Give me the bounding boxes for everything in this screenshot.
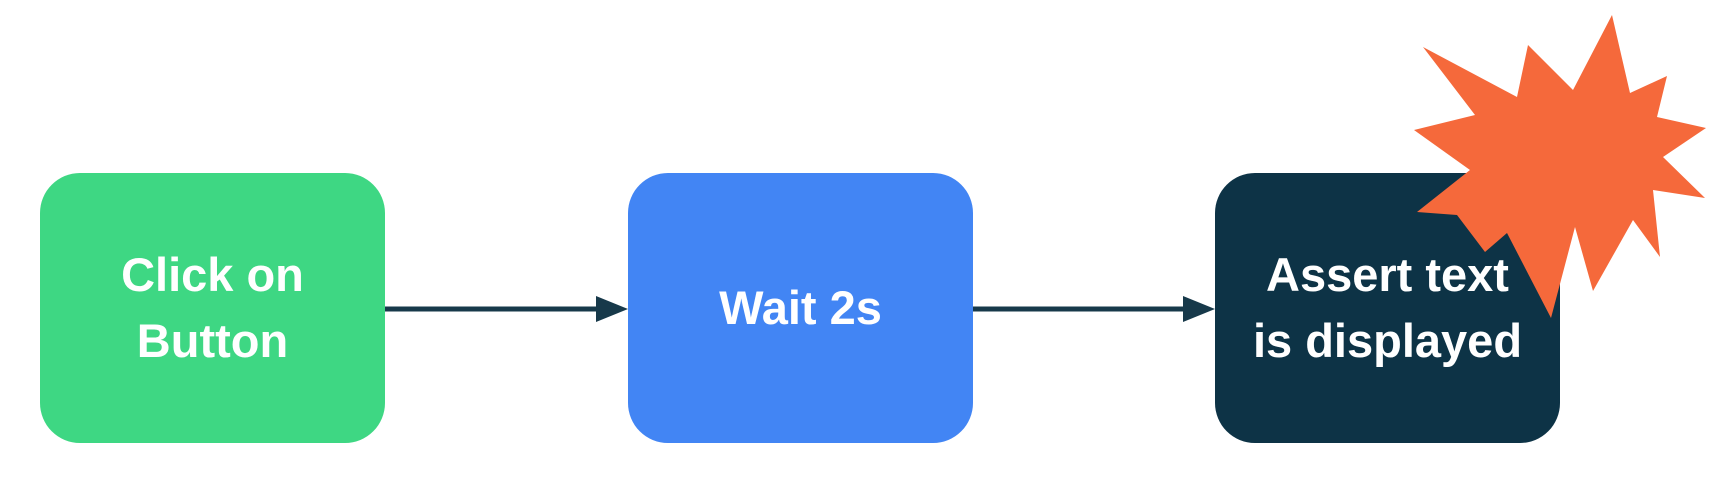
arrow-head-icon xyxy=(596,296,628,322)
node-label-click-on-button: Click on Button xyxy=(121,248,304,367)
node-label-assert-text: Assert text is displayed xyxy=(1252,248,1523,367)
arrow-connector-1 xyxy=(385,296,628,322)
arrow-head-icon xyxy=(1183,296,1215,322)
flow-node-wait-2s: Wait 2s xyxy=(628,173,973,443)
arrow-connector-2 xyxy=(972,296,1215,322)
node-label-wait-2s: Wait 2s xyxy=(719,281,882,334)
flow-node-click-on-button: Click on Button xyxy=(40,173,385,443)
flow-node-assert-text: Assert text is displayed xyxy=(1215,173,1560,443)
